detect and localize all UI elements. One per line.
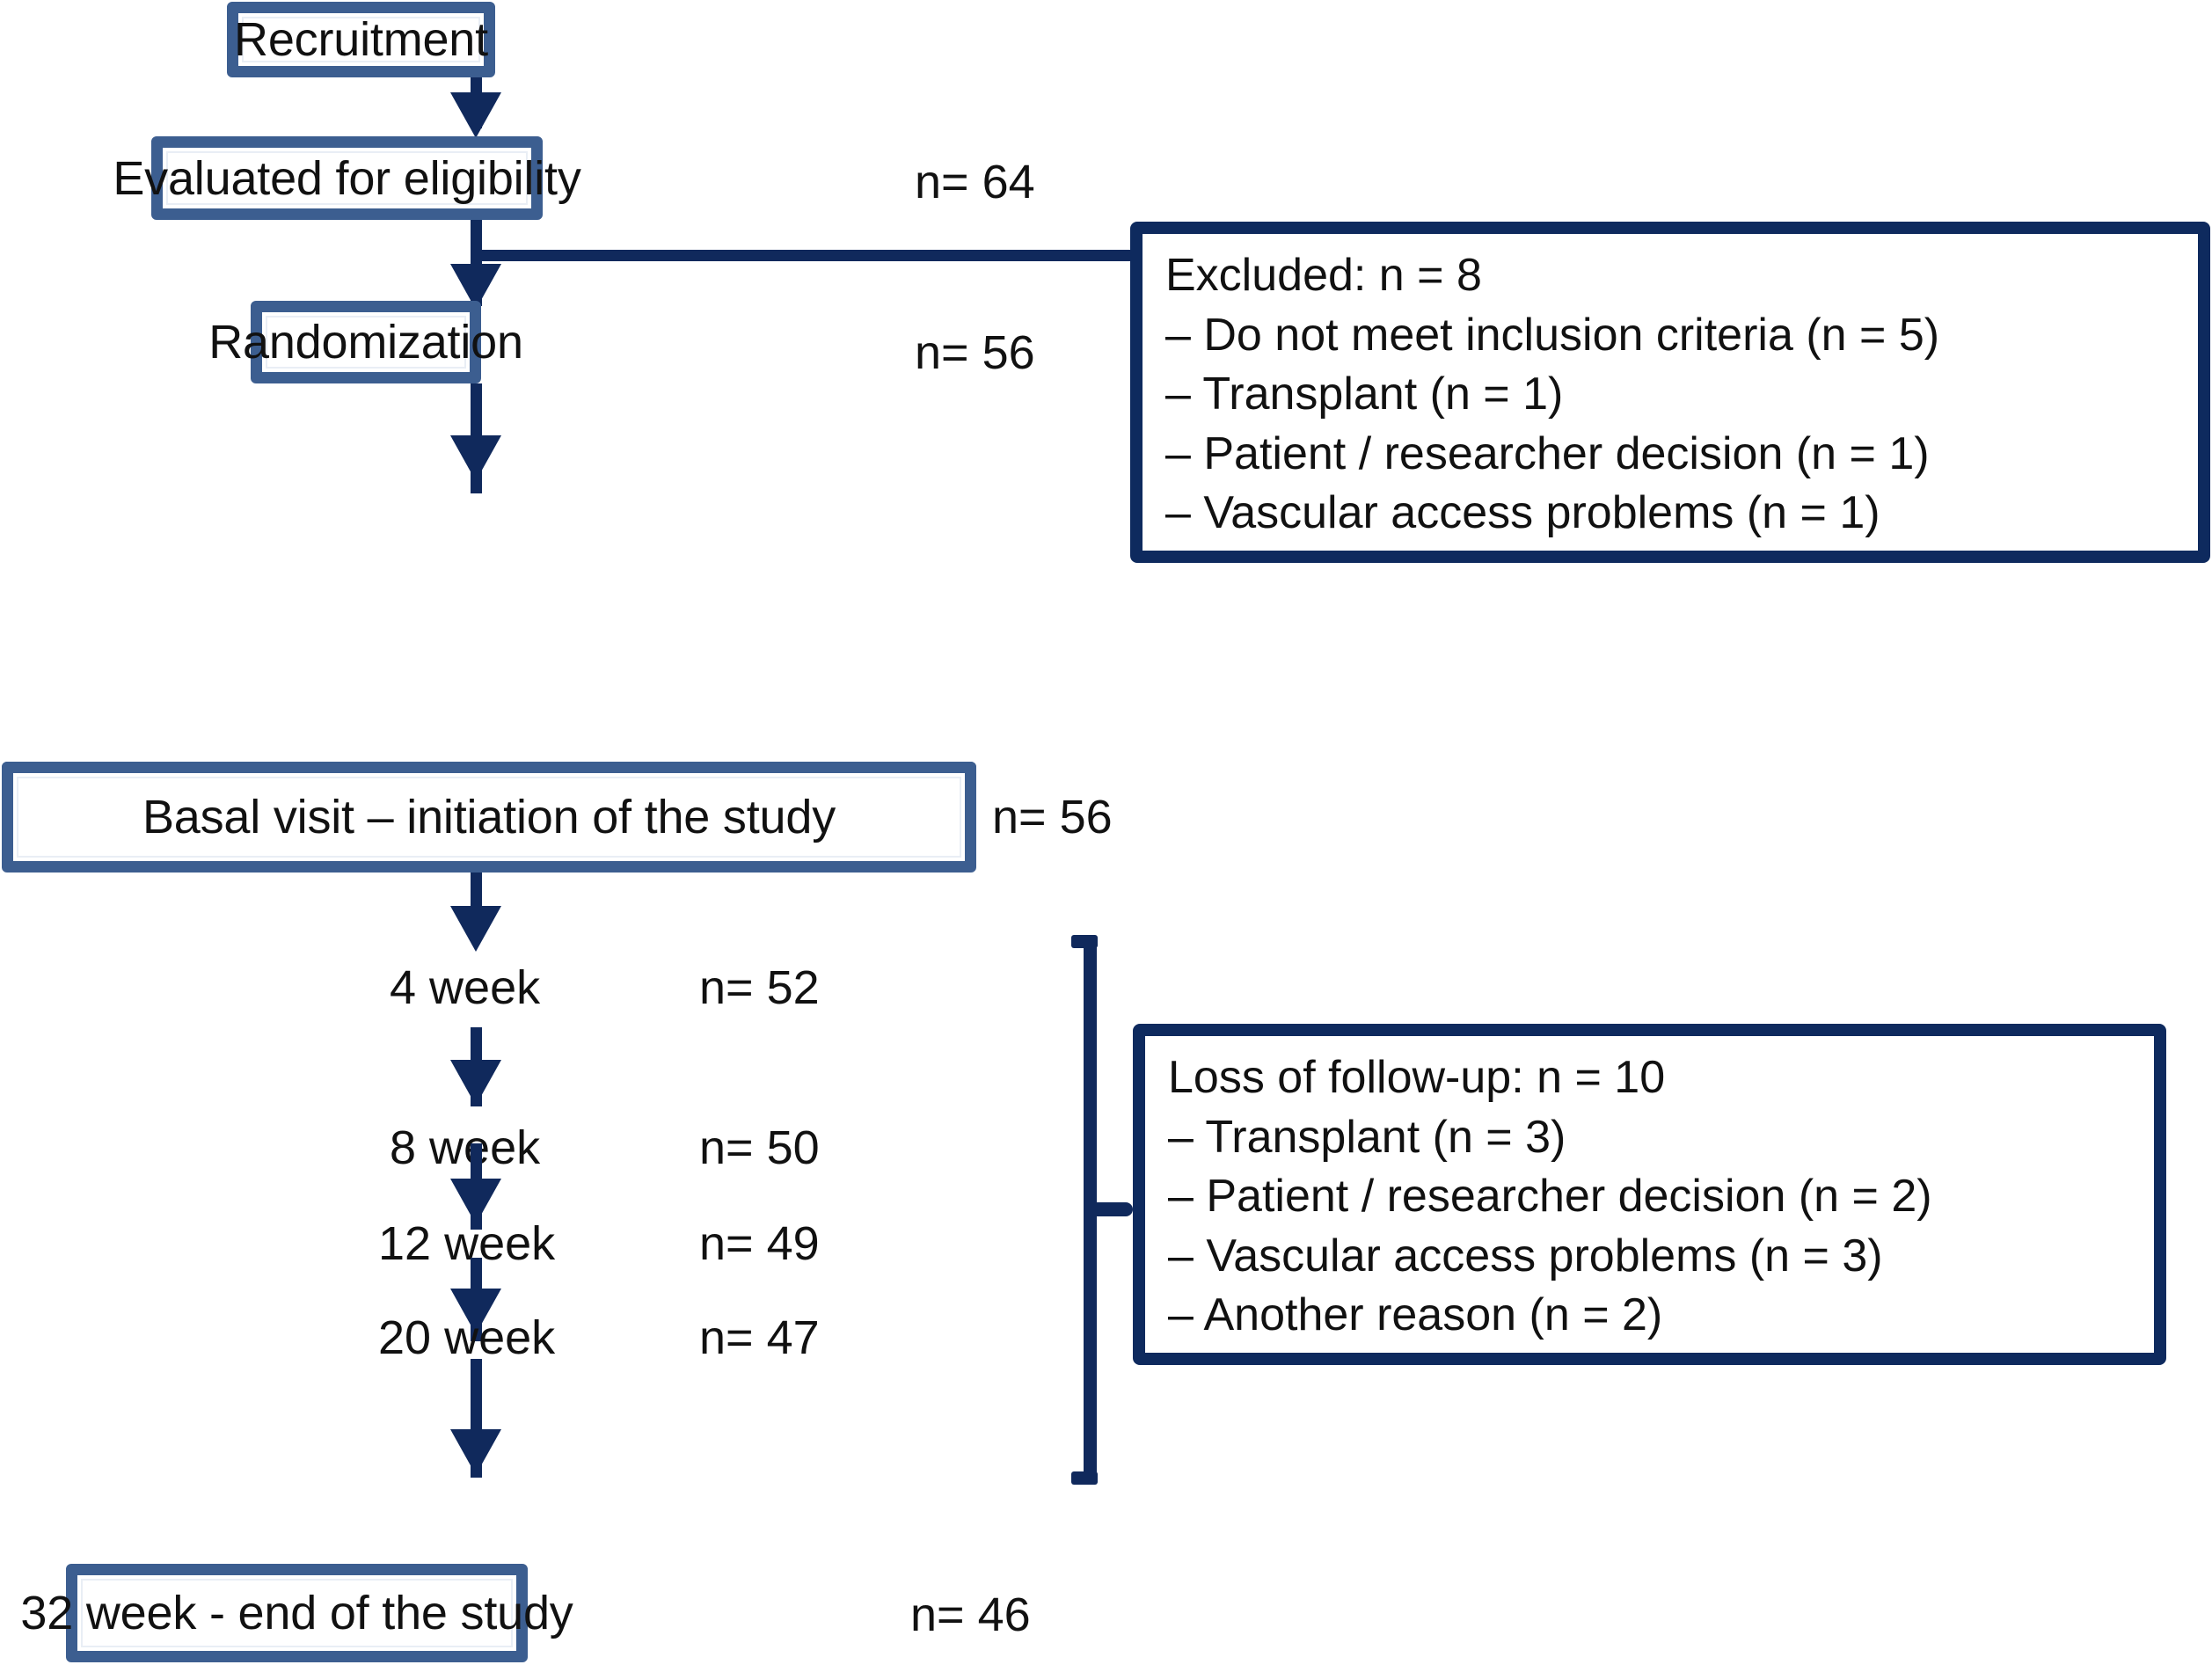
node-randomization: Randomization bbox=[208, 301, 523, 383]
note-excluded-reason: – Patient / researcher decision (n = 1) bbox=[1165, 427, 1930, 479]
node-basal-visit-box: Basal visit – initiation of the study bbox=[2, 762, 976, 873]
timeline-label-week12: 12 week bbox=[378, 1217, 556, 1270]
note-loss-reason: – Vascular access problems (n = 3) bbox=[1168, 1230, 1883, 1281]
arrowhead-recruitment-eligibility bbox=[450, 92, 501, 138]
arrowhead-week20-end bbox=[450, 1429, 501, 1475]
node-eligibility-label: Evaluated for eligibility bbox=[113, 151, 581, 205]
timeline-label-week4: 4 week bbox=[390, 961, 541, 1014]
note-excluded: Excluded: n = 8 – Do not meet inclusion … bbox=[1130, 222, 2210, 563]
timeline-label-week20: 20 week bbox=[378, 1311, 556, 1364]
note-loss-heading: Loss of follow-up: n = 10 bbox=[1168, 1052, 1666, 1103]
connector-eligibility-to-excluded bbox=[471, 250, 1132, 261]
note-excluded-reason: – Vascular access problems (n = 1) bbox=[1165, 487, 1880, 539]
arrowhead-week8-week12 bbox=[450, 1179, 501, 1224]
note-loss-reason: – Transplant (n = 3) bbox=[1168, 1111, 1566, 1163]
note-excluded-reason: – Do not meet inclusion criteria (n = 5) bbox=[1165, 309, 1940, 361]
count-basal-visit: n= 56 bbox=[992, 791, 1113, 843]
note-loss-reason: – Another reason (n = 2) bbox=[1168, 1289, 1663, 1341]
timeline-brace-tip-top bbox=[1071, 935, 1098, 948]
node-eligibility: Evaluated for eligibility bbox=[113, 136, 581, 220]
note-excluded-heading: Excluded: n = 8 bbox=[1165, 250, 1482, 301]
arrowhead-randomization-basal bbox=[450, 435, 501, 481]
note-excluded-reason: – Transplant (n = 1) bbox=[1165, 369, 1564, 420]
timeline-count-week8: n= 50 bbox=[699, 1121, 820, 1174]
count-end-of-study: n= 46 bbox=[910, 1588, 1031, 1641]
timeline-brace-nub bbox=[1091, 1202, 1133, 1216]
arrowhead-week12-week20 bbox=[450, 1289, 501, 1334]
count-randomization: n= 56 bbox=[915, 326, 1035, 379]
arrowhead-basal-week4 bbox=[450, 906, 501, 952]
timeline-label-week8: 8 week bbox=[390, 1121, 541, 1174]
timeline-count-week4: n= 52 bbox=[699, 961, 820, 1014]
timeline-brace-stem bbox=[1084, 935, 1097, 1485]
node-end-of-study: 32 week - end of the study bbox=[20, 1564, 573, 1662]
node-recruitment: Recruitment bbox=[227, 2, 495, 77]
count-eligibility: n= 64 bbox=[915, 156, 1035, 208]
note-loss-of-followup: Loss of follow-up: n = 10 – Transplant (… bbox=[1133, 1024, 2166, 1365]
timeline-count-week20: n= 47 bbox=[699, 1311, 820, 1364]
node-randomization-label: Randomization bbox=[208, 316, 523, 369]
node-end-of-study-label: 32 week - end of the study bbox=[20, 1587, 573, 1639]
node-basal-visit-label: Basal visit – initiation of the study bbox=[142, 791, 836, 843]
node-recruitment-label: Recruitment bbox=[234, 13, 488, 66]
timeline-count-week12: n= 49 bbox=[699, 1217, 820, 1270]
arrowhead-week4-week8 bbox=[450, 1060, 501, 1106]
note-loss-reason: – Patient / researcher decision (n = 2) bbox=[1168, 1171, 1932, 1223]
timeline-brace-tip-bottom bbox=[1071, 1471, 1098, 1485]
